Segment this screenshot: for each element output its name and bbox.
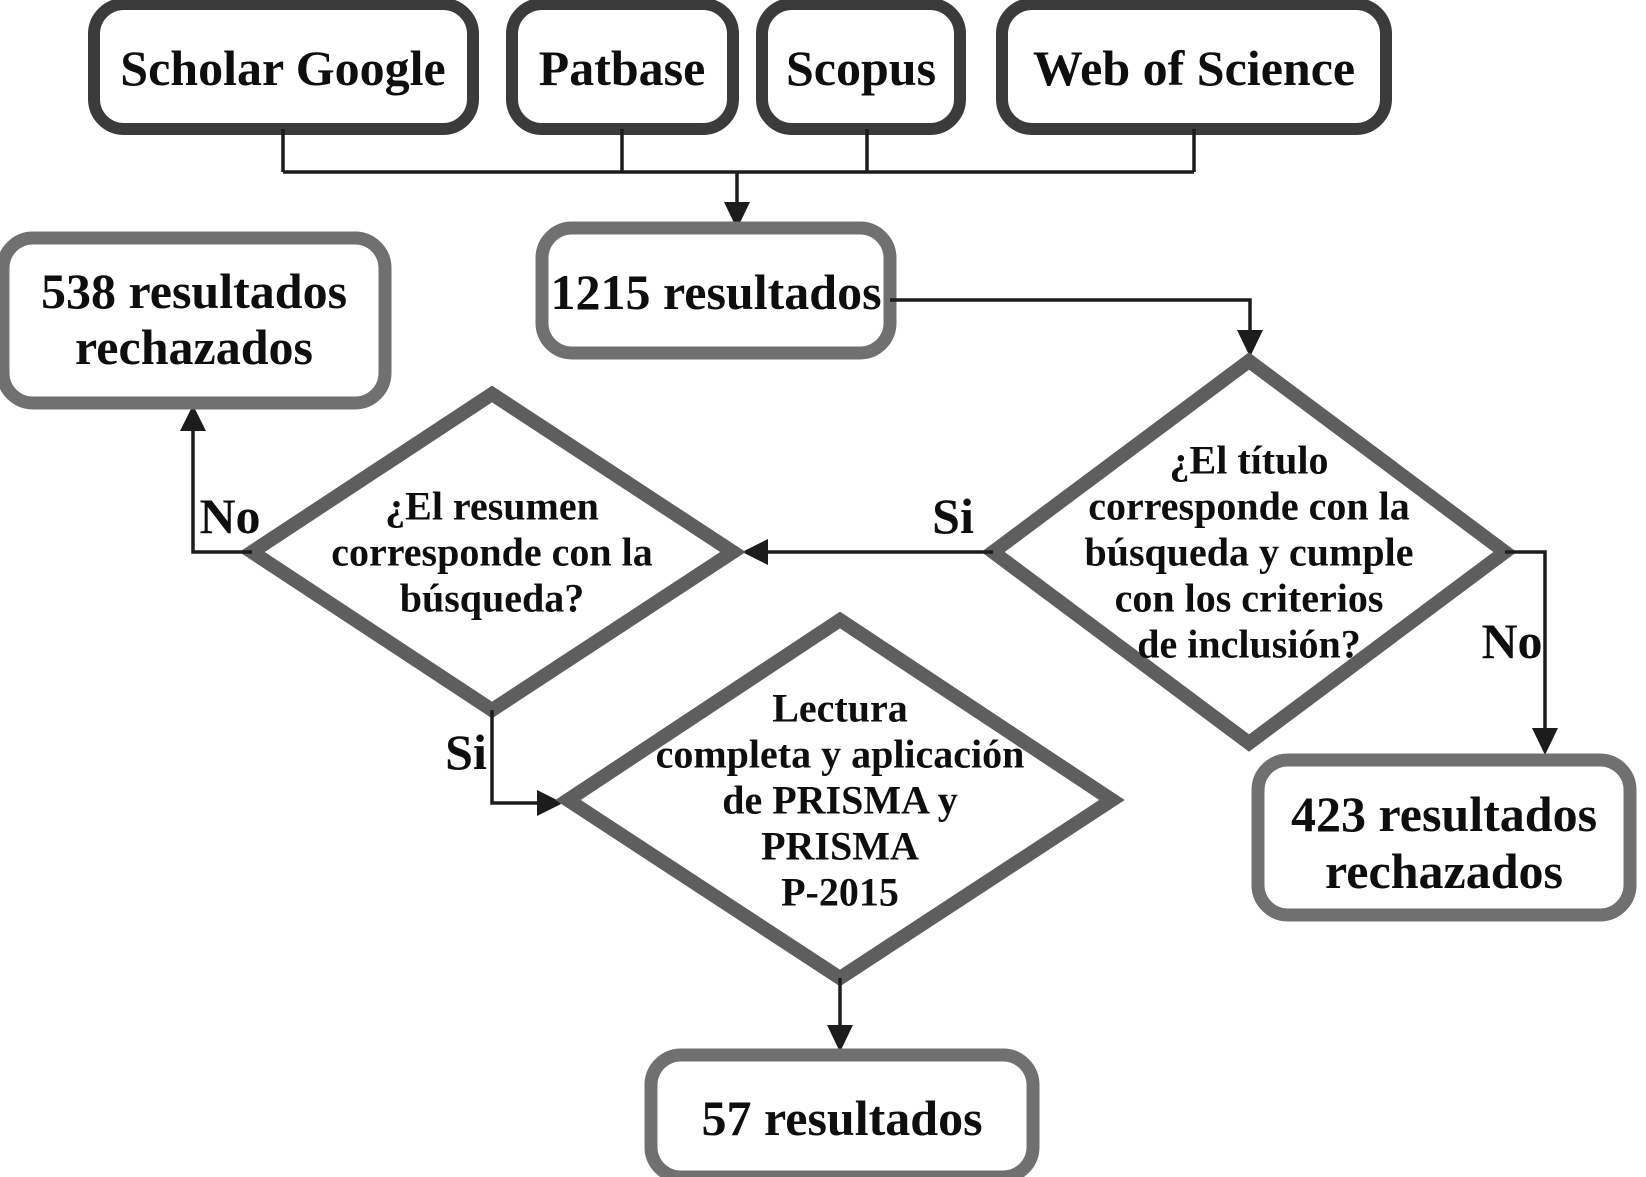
abstract-no-connector xyxy=(191,418,252,554)
arrowhead-into-full-reading xyxy=(537,790,563,816)
abstract-yes-connector xyxy=(490,710,549,805)
rejected-title-line-1: 423 resultados xyxy=(1291,786,1597,842)
arrowhead-into-abstract-check xyxy=(742,539,768,565)
source-box-patbase-label: Patbase xyxy=(539,40,706,96)
abstract-yes-label: Si xyxy=(445,724,487,780)
full-reading-line-3: de PRISMA y xyxy=(722,778,958,823)
arrowhead-into-rejected-title xyxy=(1532,728,1558,755)
rejected-abstract-box xyxy=(0,231,392,410)
results-final-box xyxy=(644,1048,1040,1177)
arrowhead-into-title-check xyxy=(1237,330,1263,357)
rejected-title-line-2: rechazados xyxy=(1325,843,1563,899)
source-box-scopus xyxy=(756,0,966,135)
title-check-line-3: búsqueda y cumple xyxy=(1085,530,1414,575)
rejected-abstract-line-2: rechazados xyxy=(75,319,313,375)
title-check-line-1: ¿El título xyxy=(1170,438,1329,483)
results-total-box xyxy=(535,221,897,360)
source-box-web-of-science-label: Web of Science xyxy=(1033,40,1355,96)
arrowhead-into-rejected-abstract xyxy=(180,405,206,431)
results-final-label: 57 resultados xyxy=(701,1090,982,1146)
full-reading-line-2: completa y aplicación xyxy=(656,732,1025,777)
title-check-line-2: corresponde con la xyxy=(1088,484,1409,529)
arrowhead-into-results-final xyxy=(827,1025,853,1052)
abstract-check-line-1: ¿El resumen xyxy=(385,484,599,529)
abstract-check-line-3: búsqueda? xyxy=(400,576,585,621)
abstract-no-label: No xyxy=(199,488,260,544)
title-yes-label: Si xyxy=(932,488,974,544)
source-row: Scholar Google Patbase Scopus Web of Sci… xyxy=(88,0,1392,135)
arrowhead-into-results-total xyxy=(724,202,750,229)
results-to-title-check-connector xyxy=(890,298,1252,343)
full-reading-line-1: Lectura xyxy=(772,686,908,731)
title-no-label: No xyxy=(1481,613,1542,669)
source-box-scopus-label: Scopus xyxy=(786,40,936,96)
title-check-diamond xyxy=(981,352,1517,752)
full-reading-line-4: PRISMA xyxy=(761,824,919,869)
results-total-label: 1215 resultados xyxy=(550,264,881,320)
source-box-scholar-google-label: Scholar Google xyxy=(120,40,445,96)
rejected-title-box xyxy=(1251,753,1637,922)
abstract-check-line-2: corresponde con la xyxy=(331,530,652,575)
sources-to-results-connector xyxy=(281,129,1196,224)
title-no-connector xyxy=(1505,550,1547,741)
rejected-abstract-line-1: 538 resultados xyxy=(41,263,347,319)
title-check-line-4: con los criterios xyxy=(1115,576,1384,621)
full-reading-line-5: P-2015 xyxy=(781,870,899,915)
title-check-line-5: de inclusión? xyxy=(1137,622,1360,667)
